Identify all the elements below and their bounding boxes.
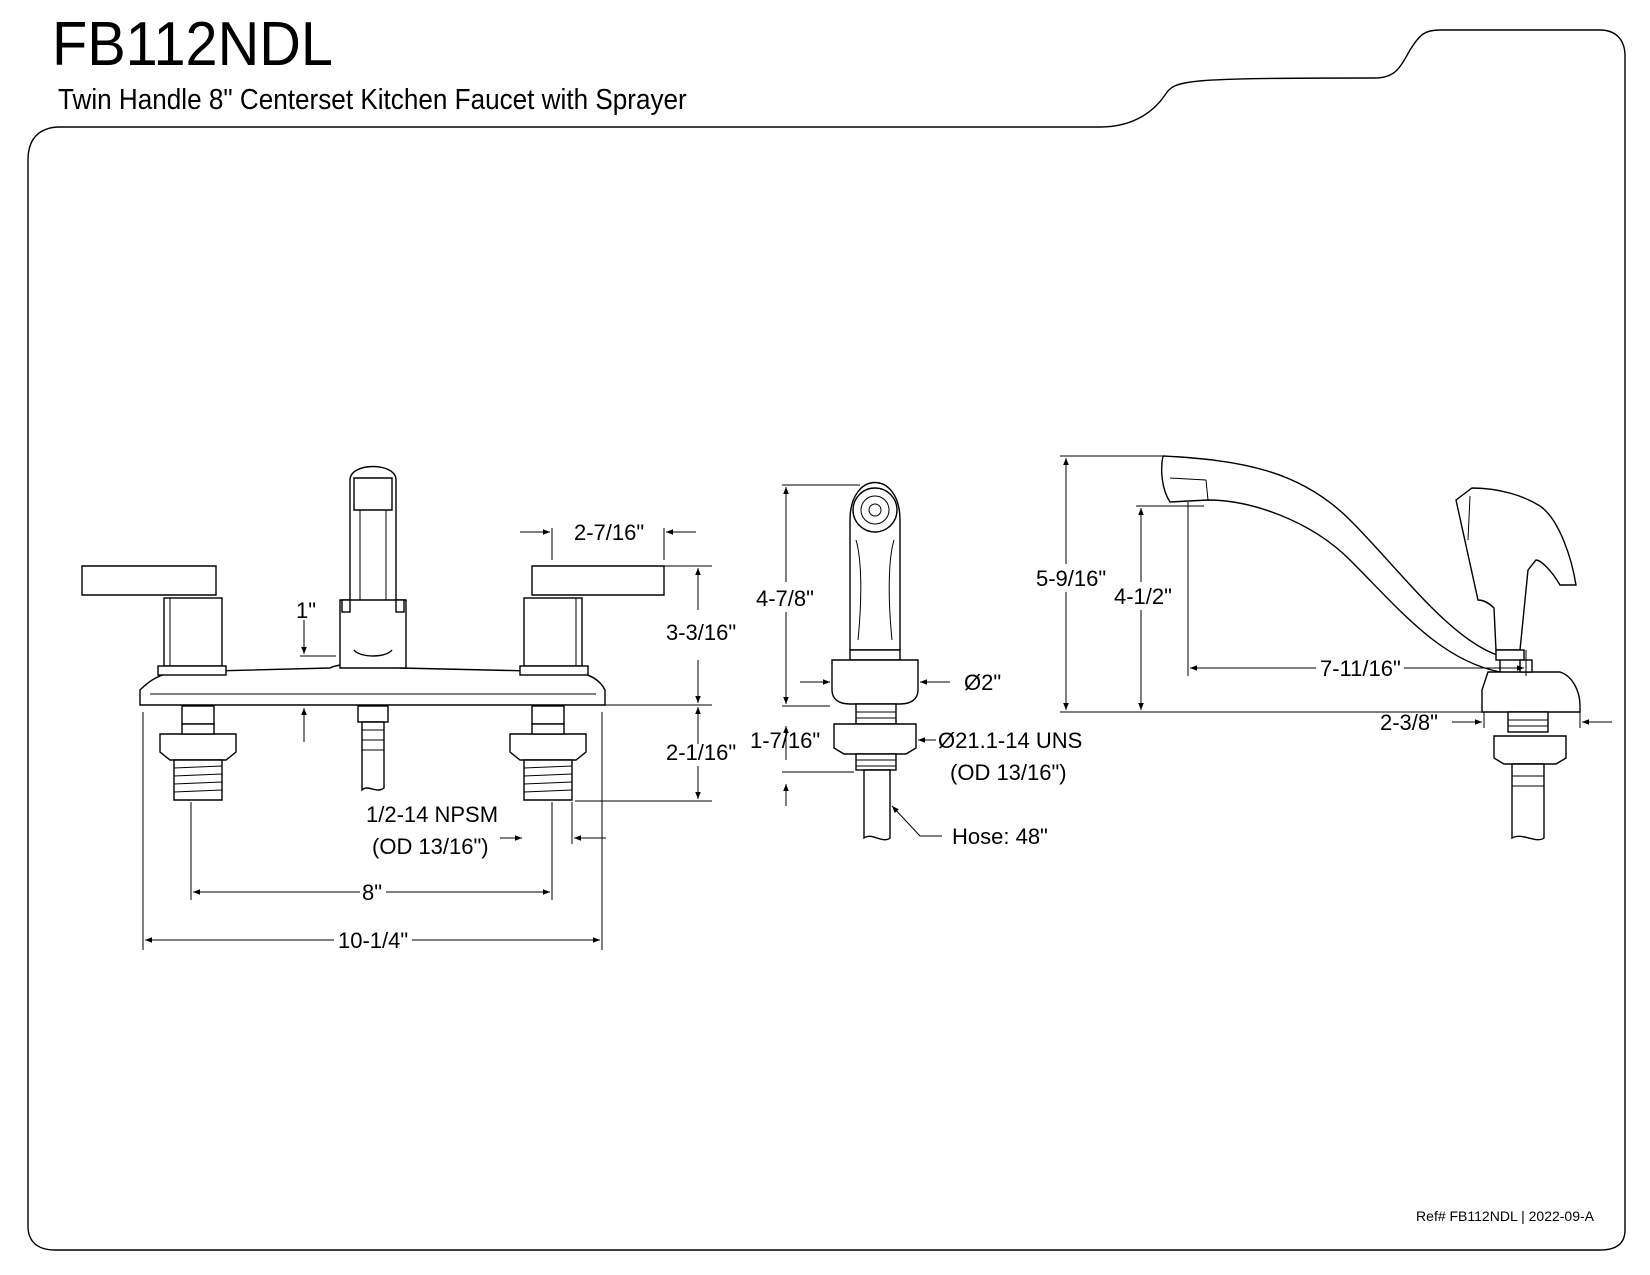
side-spout: [1161, 455, 1501, 673]
sprayer-nut: [833, 723, 917, 755]
dim-sprayer-shank: 1-7/16": [750, 728, 820, 753]
right-handle-lever: [531, 565, 665, 596]
reference-number: Ref# FB112NDL | 2022-09-A: [1416, 1208, 1594, 1224]
sprayer-dimensions: [782, 484, 950, 837]
dim-sprayer-base: Ø2": [964, 670, 1001, 695]
side-view: [1161, 455, 1581, 841]
sprayer-base: [831, 659, 919, 705]
dim-handle-height: 3-3/16": [666, 620, 736, 645]
product-description: Twin Handle 8" Centerset Kitchen Faucet …: [58, 84, 687, 116]
sprayer-hose: [863, 769, 891, 841]
dim-overall-height: 5-9/16": [1036, 566, 1106, 591]
dim-overall-width: 10-1/4": [338, 928, 408, 953]
model-number: FB112NDL: [52, 10, 333, 79]
right-handle-body: [523, 597, 583, 667]
side-base: [1481, 671, 1581, 713]
sprayer-head: [849, 482, 901, 651]
center-supply: [361, 721, 385, 792]
dim-handle-width: 2-7/16": [574, 520, 644, 545]
dim-shank-od: (OD 13/16"): [372, 834, 489, 859]
sprayer-view: [831, 482, 919, 841]
front-view: [81, 465, 665, 801]
sheet-border: [27, 29, 1626, 1251]
dim-sprayer-height: 4-7/8": [756, 586, 814, 611]
dim-shank-length: 2-1/16": [666, 740, 736, 765]
dim-spout-clearance: 4-1/2": [1114, 584, 1172, 609]
front-dimensions: [142, 528, 712, 950]
dim-spout-offset: 1": [296, 598, 316, 623]
left-handle-lever: [81, 565, 217, 596]
dim-sprayer-thread: Ø21.1-14 UNS: [938, 728, 1082, 753]
side-dimensions: [1060, 455, 1612, 728]
dim-hose-length: Hose: 48": [952, 824, 1048, 849]
dim-spout-reach: 7-11/16": [1320, 656, 1401, 681]
dim-centers: 8": [362, 880, 382, 905]
side-sprayer: [1455, 487, 1577, 651]
left-handle-body: [163, 597, 223, 667]
dim-base-depth: 2-3/8": [1380, 710, 1438, 735]
dim-shank-thread: 1/2-14 NPSM: [366, 802, 498, 827]
dim-sprayer-od: (OD 13/16"): [950, 760, 1067, 785]
